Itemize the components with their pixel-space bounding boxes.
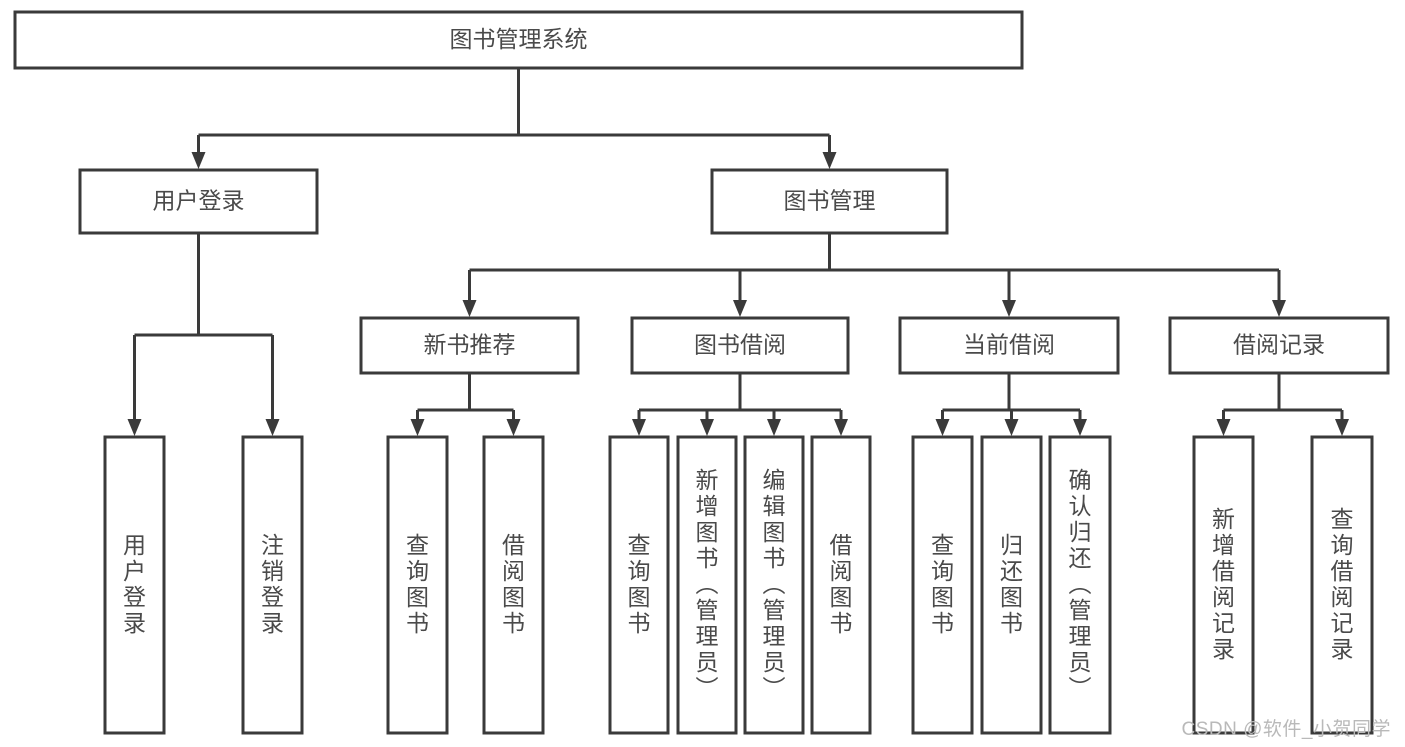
arrow-head-icon: [834, 419, 848, 436]
arrow-head-icon: [265, 419, 280, 436]
node-label-user-login: 用户登录: [153, 188, 245, 214]
node-label-new-book-recommend: 新书推荐: [424, 332, 516, 358]
node-box-book-borrow[interactable]: [630, 316, 850, 375]
arrow-head-icon: [506, 419, 521, 436]
arrow-head-icon: [935, 419, 950, 436]
node-label-query-book-3: 查询图书: [931, 532, 954, 636]
arrow-head-icon: [1073, 419, 1087, 436]
node-box-borrow-record[interactable]: [1168, 316, 1390, 375]
node-box-add-borrow-record[interactable]: [1192, 435, 1255, 735]
arrow-head-icon: [191, 152, 206, 169]
node-label-query-borrow-record: 查询借阅记录: [1331, 506, 1354, 662]
connectors-layer: [127, 68, 1349, 436]
node-box-user-login[interactable]: [78, 168, 319, 235]
node-box-current-borrow[interactable]: [898, 316, 1120, 375]
node-label-current-borrow: 当前借阅: [963, 332, 1055, 358]
node-box-return-book[interactable]: [980, 435, 1043, 735]
arrow-head-icon: [1004, 419, 1019, 436]
node-add-book-admin[interactable]: 新增图书︵管理员︶: [676, 435, 738, 735]
node-label-book-management: 图书管理: [784, 188, 876, 214]
node-book-borrow[interactable]: 图书借阅: [630, 316, 850, 375]
node-box-undefined[interactable]: [13, 10, 1024, 70]
node-box-query-borrow-record[interactable]: [1310, 435, 1374, 735]
nodes-layer: 图书管理系统用户登录用户登录注销登录图书管理新书推荐查询图书借阅图书图书借阅查询…: [13, 10, 1390, 735]
node-box-user-login-do[interactable]: [103, 435, 166, 735]
node-query-borrow-record[interactable]: 查询借阅记录: [1310, 435, 1374, 735]
node-book-management[interactable]: 图书管理: [710, 168, 949, 235]
arrow-head-icon: [1002, 300, 1016, 317]
connector-group: [127, 233, 280, 436]
node-box-query-book-2[interactable]: [608, 435, 670, 735]
node-query-book-2[interactable]: 查询图书: [608, 435, 670, 735]
node-new-book-recommend[interactable]: 新书推荐: [359, 316, 580, 375]
csdn-watermark: CSDN @软件_小贺同学: [1181, 719, 1391, 740]
node-return-book[interactable]: 归还图书: [980, 435, 1043, 735]
arrow-head-icon: [632, 419, 646, 436]
node-query-book-1[interactable]: 查询图书: [386, 435, 449, 735]
arrow-head-icon: [767, 419, 781, 436]
arrow-head-icon: [127, 419, 142, 436]
connector-group: [935, 373, 1087, 436]
node-label-borrow-book-1: 借阅图书: [502, 532, 525, 636]
connector-group: [632, 373, 848, 436]
connector-group: [462, 233, 1286, 317]
node-user-login[interactable]: 用户登录: [78, 168, 319, 235]
node-user-logout[interactable]: 注销登录: [241, 435, 304, 735]
connector-group: [191, 68, 837, 169]
arrow-head-icon: [1335, 419, 1349, 436]
node-label-user-login-do: 用户登录: [123, 532, 146, 636]
node-undefined[interactable]: 图书管理系统: [13, 10, 1024, 70]
node-label-book-borrow: 图书借阅: [694, 332, 786, 358]
node-label-confirm-return-admin: 确认归还︵管理员︶: [1069, 467, 1092, 701]
arrow-head-icon: [822, 152, 837, 169]
node-query-book-3[interactable]: 查询图书: [911, 435, 974, 735]
node-box-user-logout[interactable]: [241, 435, 304, 735]
node-label-edit-book-admin: 编辑图书︵管理员︶: [763, 467, 786, 701]
node-box-query-book-1[interactable]: [386, 435, 449, 735]
node-label-borrow-record: 借阅记录: [1233, 332, 1325, 358]
node-current-borrow[interactable]: 当前借阅: [898, 316, 1120, 375]
arrow-head-icon: [700, 419, 714, 436]
node-box-add-book-admin[interactable]: [676, 435, 738, 735]
node-label-query-book-1: 查询图书: [406, 532, 429, 636]
node-borrow-book-1[interactable]: 借阅图书: [482, 435, 545, 735]
node-label-borrow-book-2: 借阅图书: [830, 532, 853, 636]
node-edit-book-admin[interactable]: 编辑图书︵管理员︶: [743, 435, 805, 735]
node-box-query-book-3[interactable]: [911, 435, 974, 735]
node-borrow-record[interactable]: 借阅记录: [1168, 316, 1390, 375]
node-borrow-book-2[interactable]: 借阅图书: [810, 435, 872, 735]
node-label-add-borrow-record: 新增借阅记录: [1212, 506, 1235, 662]
connector-group: [410, 373, 521, 436]
arrow-head-icon: [733, 300, 747, 317]
connector-group: [1216, 373, 1349, 436]
node-add-borrow-record[interactable]: 新增借阅记录: [1192, 435, 1255, 735]
node-box-borrow-book-1[interactable]: [482, 435, 545, 735]
node-box-borrow-book-2[interactable]: [810, 435, 872, 735]
node-label-user-logout: 注销登录: [261, 532, 284, 636]
node-box-edit-book-admin[interactable]: [743, 435, 805, 735]
node-label-add-book-admin: 新增图书︵管理员︶: [696, 467, 719, 701]
node-label-return-book: 归还图书: [1000, 532, 1023, 636]
arrow-head-icon: [1272, 300, 1286, 317]
node-box-new-book-recommend[interactable]: [359, 316, 580, 375]
node-user-login-do[interactable]: 用户登录: [103, 435, 166, 735]
arrow-head-icon: [462, 300, 477, 317]
node-label-query-book-2: 查询图书: [628, 532, 651, 636]
node-confirm-return-admin[interactable]: 确认归还︵管理员︶: [1048, 435, 1112, 735]
arrow-head-icon: [1216, 419, 1231, 436]
node-box-book-management[interactable]: [710, 168, 949, 235]
node-label-undefined: 图书管理系统: [450, 26, 588, 52]
arrow-head-icon: [410, 419, 425, 436]
node-box-confirm-return-admin[interactable]: [1048, 435, 1112, 735]
